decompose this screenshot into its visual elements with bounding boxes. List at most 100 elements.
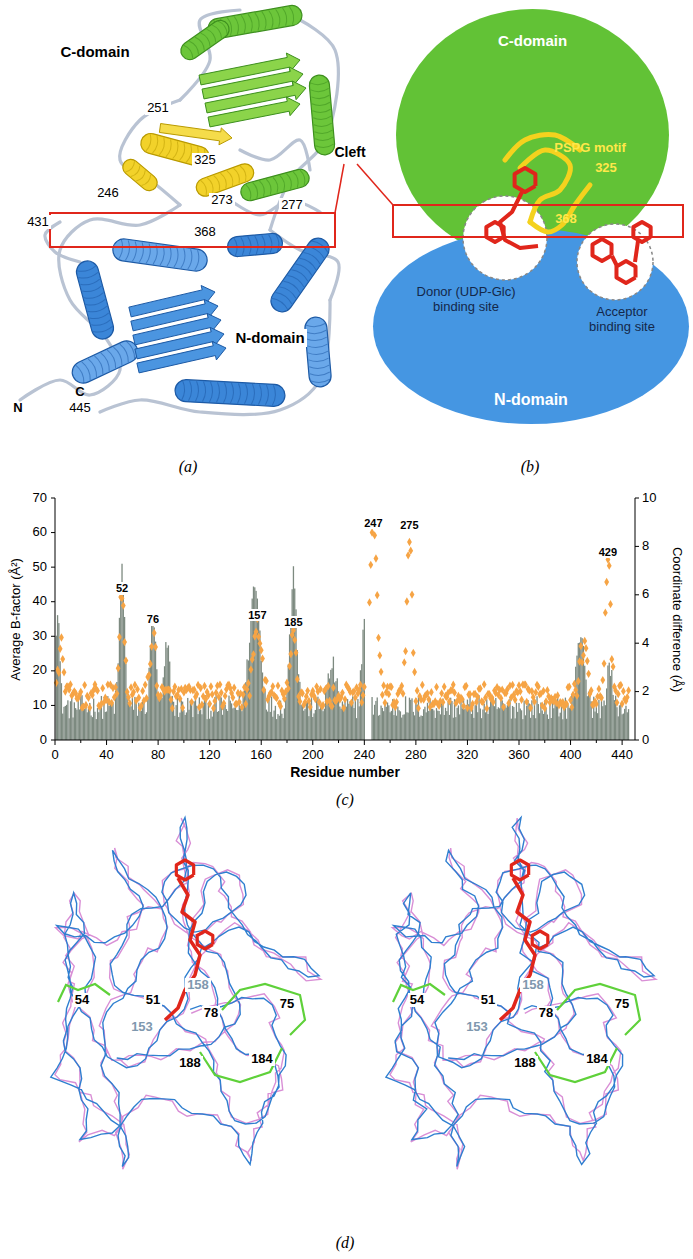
tick-label: 240 — [353, 748, 375, 763]
bfactor-bar — [485, 712, 486, 740]
bfactor-bar — [335, 681, 336, 740]
coordinate-point — [282, 695, 287, 703]
bfactor-bar — [406, 712, 407, 740]
bfactor-bar — [433, 710, 434, 740]
coordinate-point — [386, 690, 391, 698]
helix-turn — [79, 272, 99, 280]
bfactor-bar — [206, 719, 207, 740]
bfactor-bar — [313, 713, 314, 740]
bfactor-bar — [204, 699, 205, 740]
helix-turn — [195, 36, 206, 51]
coordinate-point — [241, 690, 246, 698]
bfactor-bar — [512, 706, 513, 740]
coordinate-point — [555, 691, 560, 699]
tick-label: 0 — [40, 733, 47, 748]
bfactor-bar — [444, 715, 445, 740]
helix-turn — [241, 15, 247, 33]
bfactor-bar — [306, 701, 307, 740]
bfactor-bar — [279, 716, 280, 740]
bfactor-bar — [620, 704, 621, 740]
helix-turn — [167, 246, 172, 266]
bfactor-bar — [112, 704, 113, 740]
bfactor-bar — [222, 715, 223, 740]
residue-number: 368 — [192, 225, 218, 240]
coordinate-point — [464, 682, 469, 690]
coordinate-point — [506, 699, 511, 707]
bfactor-bar — [446, 711, 447, 740]
helix-turn — [216, 382, 220, 402]
coordinate-point — [575, 692, 580, 700]
helix-turn — [306, 330, 326, 334]
helix-turn — [255, 236, 259, 254]
coordinate-point — [68, 680, 73, 688]
bfactor-bar — [190, 700, 191, 740]
helix-body — [174, 379, 285, 407]
bfactor-bar — [445, 708, 446, 740]
helix-turn — [101, 352, 112, 371]
coordinate-point — [243, 700, 248, 708]
coordinate-point — [541, 687, 546, 695]
helix-turn — [234, 16, 240, 34]
bfactor-bar — [400, 711, 401, 740]
bfactor-bar — [302, 704, 303, 740]
site-label: Donor (UDP-Glc) binding site — [407, 285, 525, 315]
bfactor-bar — [197, 714, 198, 740]
coordinate-point — [416, 704, 421, 712]
tick-mark — [51, 670, 55, 671]
bfactor-bar — [355, 699, 356, 740]
coordinate-point — [420, 681, 425, 689]
bfactor-bar — [607, 665, 608, 740]
bfactor-bar — [120, 589, 121, 740]
bfactor-bar — [203, 703, 204, 740]
bfactor-bar — [322, 711, 323, 740]
coordinate-point — [122, 638, 127, 646]
bfactor-bar — [110, 703, 111, 740]
tick-mark — [80, 740, 81, 743]
bfactor-bar — [373, 715, 374, 740]
axis-line — [55, 740, 635, 741]
tick-mark — [635, 691, 639, 692]
bfactor-bar — [124, 617, 125, 740]
coordinate-point — [221, 699, 226, 707]
tick-mark — [51, 567, 55, 568]
bfactor-bar — [224, 705, 225, 740]
bfactor-bar — [261, 661, 262, 740]
coordinate-point — [288, 650, 293, 658]
coordinate-point — [343, 695, 348, 703]
bfactor-bar — [511, 719, 512, 740]
helix-turn — [75, 364, 86, 383]
bfactor-bar — [62, 714, 63, 740]
tick-label: 360 — [508, 748, 530, 763]
helix-turn — [119, 239, 124, 259]
helix-turn — [207, 177, 215, 193]
bfactor-bar — [340, 709, 341, 740]
coordinate-point — [178, 695, 183, 703]
coordinate-point — [100, 684, 105, 692]
residue-number: 184 — [584, 1052, 610, 1067]
coordinate-point — [604, 578, 609, 586]
bfactor-bar — [460, 701, 461, 740]
coordinate-point — [401, 689, 406, 697]
tick-mark — [51, 498, 55, 499]
coordinate-point — [287, 662, 292, 670]
bfactor-bar — [536, 696, 537, 740]
bfactor-bar — [174, 716, 175, 740]
domain-name: C-domain — [498, 32, 567, 49]
peak-label: 76 — [145, 613, 161, 626]
bfactor-bar — [535, 718, 536, 740]
helix-turn — [269, 10, 275, 28]
bfactor-bar — [561, 702, 562, 740]
coordinate-point — [143, 681, 148, 689]
coordinate-point — [510, 681, 515, 689]
bfactor-bar — [456, 708, 457, 740]
helix-turn — [203, 382, 207, 402]
bfactor-bar — [186, 712, 187, 740]
helix-turn — [120, 343, 131, 362]
bfactor-bar — [235, 707, 236, 740]
coordinate-point — [491, 698, 496, 706]
coordinate-point — [442, 683, 447, 691]
bfactor-bar — [563, 708, 564, 740]
bfactor-bar — [475, 705, 476, 740]
acceptor-molecule — [635, 241, 638, 262]
coordinate-point — [170, 704, 175, 712]
